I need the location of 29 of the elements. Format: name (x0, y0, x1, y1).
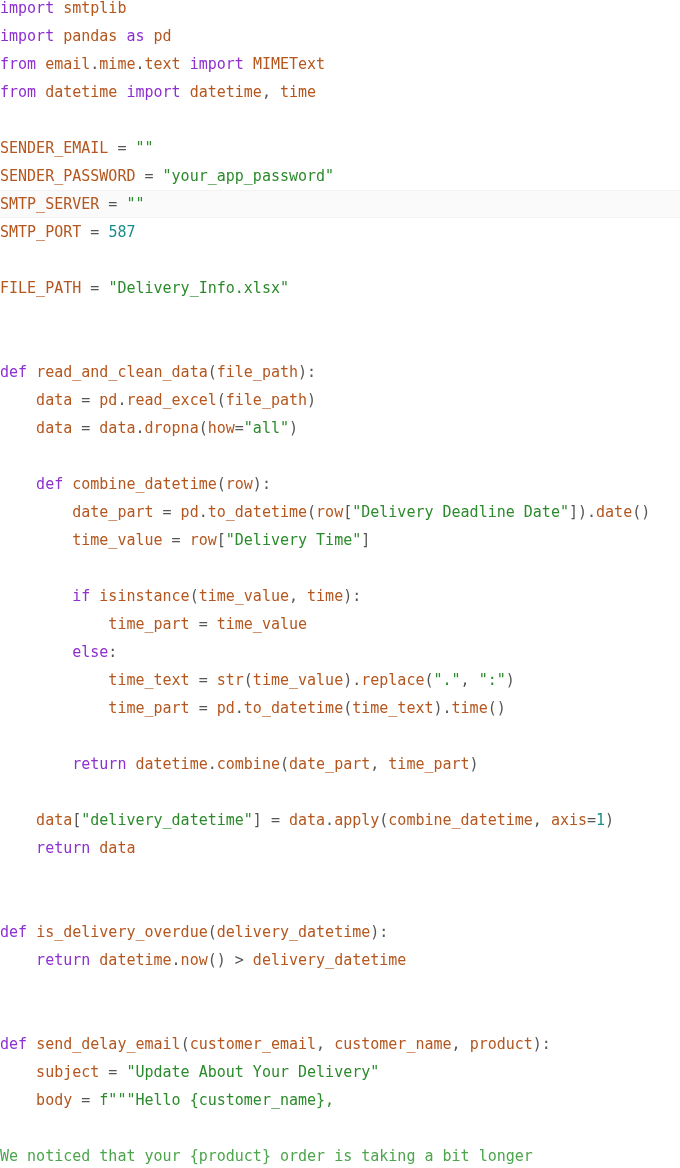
code-line: data = pd.read_excel(file_path) (36, 390, 317, 411)
code-line: time_part = time_value (108, 614, 308, 635)
code-line: SENDER_PASSWORD = "your_app_password" (0, 166, 335, 187)
code-line: if isinstance(time_value, time): (72, 586, 362, 607)
code-line: time_value = row["Delivery Time"] (72, 530, 371, 551)
code-line: def combine_datetime(row): (36, 474, 271, 495)
code-line: data = data.dropna(how="all") (36, 418, 298, 439)
code-line: SENDER_EMAIL = "" (0, 138, 154, 159)
code-line: from email.mime.text import MIMEText (0, 54, 326, 75)
code-line: import pandas as pd (0, 26, 172, 47)
code-line: time_part = pd.to_datetime(time_text).time() (108, 698, 506, 719)
code-line: return data (36, 838, 136, 859)
code-line: return datetime.now() > delivery_datetime (36, 950, 407, 971)
code-line: import smtplib (0, 0, 127, 19)
code-line: date_part = pd.to_datetime(row["Delivery Deadline Date"]).date() (72, 502, 651, 523)
code-line: We noticed that your {product} order is taking a bit longer (0, 1146, 533, 1167)
code-line: SMTP_PORT = 587 (0, 222, 136, 243)
code-line: time_text = str(time_value).replace(".", ":") (108, 670, 515, 691)
code-line: from datetime import datetime, time (0, 82, 317, 103)
code-line: return datetime.combine(date_part, time_part) (72, 754, 479, 775)
code-line: subject = "Update About Your Delivery" (36, 1062, 380, 1083)
code-line: else: (72, 642, 118, 663)
code-line: data["delivery_datetime"] = data.apply(combine_datetime, axis=1) (36, 810, 615, 831)
code-line: def read_and_clean_data(file_path): (0, 362, 317, 383)
code-line: body = f"""Hello {customer_name}, (36, 1090, 335, 1111)
code-line: def send_delay_email(customer_email, customer_name, product): (0, 1034, 551, 1055)
code-line: def is_delivery_overdue(delivery_datetime): (0, 922, 389, 943)
code-line: SMTP_SERVER = "" (0, 194, 145, 215)
code-line: FILE_PATH = "Delivery_Info.xlsx" (0, 278, 289, 299)
